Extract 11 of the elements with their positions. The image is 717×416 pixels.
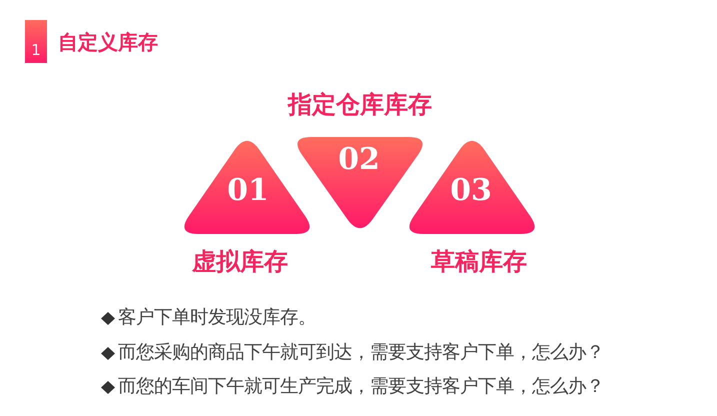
number-text: 02 <box>338 145 380 175</box>
heading: 自定义库存 <box>58 32 158 52</box>
node-label: 指定仓库库存 <box>288 92 432 118</box>
number-badge: 1 <box>25 20 47 63</box>
node-label: 虚拟库存 <box>192 250 288 274</box>
number-text: 03 <box>450 176 492 206</box>
bullet-text: 客户下单时发现没库存。 <box>118 308 316 328</box>
node-label: 草稿库存 <box>431 250 527 274</box>
number-text: 01 <box>227 176 269 206</box>
bullet-text: 而您采购的商品下午就可到达，需要支持客户下单，怎么办？ <box>118 343 604 363</box>
bullet-text: 而您的车间下午就可生产完成，需要支持客户下单，怎么办？ <box>118 377 604 397</box>
